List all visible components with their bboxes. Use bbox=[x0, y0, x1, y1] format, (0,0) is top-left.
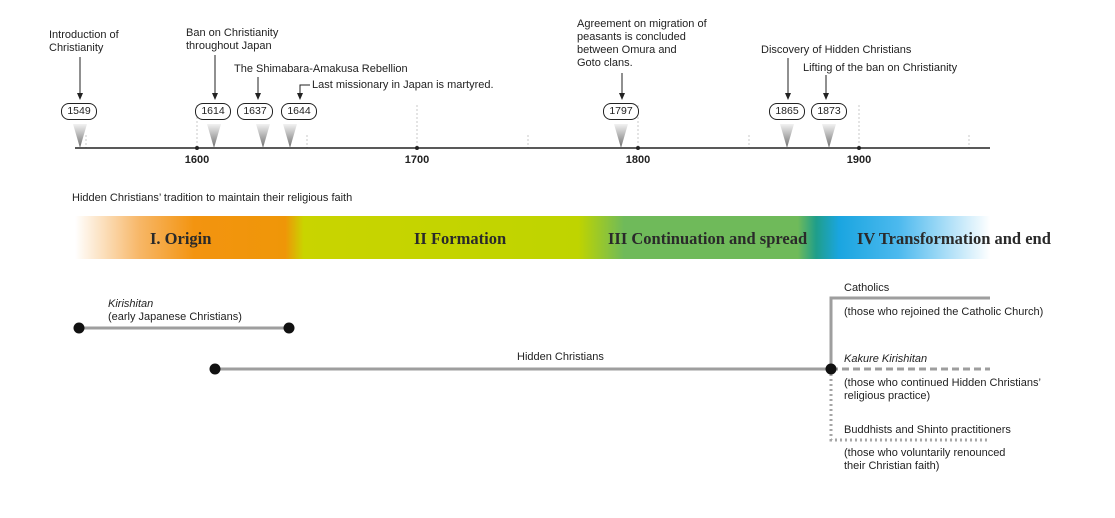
event-lifting-label: Lifting of the ban on Christianity bbox=[803, 62, 958, 74]
year-badge-1549: 1549 bbox=[61, 103, 97, 120]
buddhists-name: Buddhists and Shinto practitioners bbox=[844, 424, 1011, 436]
year-badge-1644: 1644 bbox=[281, 103, 317, 120]
year-markers bbox=[73, 124, 836, 148]
hidden-christians-name: Hidden Christians bbox=[517, 351, 604, 363]
year-badge-1637: 1637 bbox=[237, 103, 273, 120]
year-badge-1873: 1873 bbox=[811, 103, 847, 120]
arrowhead-missionary bbox=[297, 93, 303, 100]
event-discovery-label: Discovery of Hidden Christians bbox=[761, 44, 912, 56]
axis-dot-1800 bbox=[636, 146, 640, 150]
arrowhead-intro bbox=[77, 93, 83, 100]
catholics-name: Catholics bbox=[844, 282, 890, 294]
axis-label-1600: 1600 bbox=[184, 154, 210, 166]
axis-dot-1600 bbox=[195, 146, 199, 150]
buddhists-note: (those who voluntarily renounced their C… bbox=[844, 447, 1006, 472]
axis-dot-1700 bbox=[415, 146, 419, 150]
year-marker-1549 bbox=[73, 124, 87, 148]
axis-dot-1900 bbox=[857, 146, 861, 150]
arrow-heads bbox=[77, 93, 829, 100]
tradition-heading: Hidden Christians’ tradition to maintain… bbox=[72, 192, 353, 204]
year-marker-1644 bbox=[283, 124, 297, 148]
event-shimabara-label: The Shimabara-Amakusa Rebellion bbox=[234, 63, 408, 75]
year-marker-1614 bbox=[207, 124, 221, 148]
catholics-branch bbox=[829, 296, 990, 369]
event-migration-label: Agreement on migration of peasants is co… bbox=[577, 18, 707, 69]
year-marker-1637 bbox=[256, 124, 270, 148]
hidden-split-dot bbox=[825, 363, 837, 375]
event-missionary-label: Last missionary in Japan is martyred. bbox=[312, 79, 494, 91]
gridlines bbox=[85, 105, 970, 148]
arrowhead-lifting bbox=[823, 93, 829, 100]
event-arrows bbox=[79, 55, 827, 93]
group-endpoints bbox=[73, 322, 837, 375]
kirishitan-name: Kirishitan bbox=[108, 298, 154, 310]
axis-label-1900: 1900 bbox=[846, 154, 872, 166]
kirishitan-note: (early Japanese Christians) bbox=[108, 311, 242, 323]
arrowhead-discovery bbox=[785, 93, 791, 100]
event-intro-label: Introduction of Christianity bbox=[49, 29, 119, 54]
arrowhead-shimabara bbox=[255, 93, 261, 100]
kakure-name: Kakure Kirishitan bbox=[844, 353, 928, 365]
year-badge-1797: 1797 bbox=[603, 103, 639, 120]
kirishitan-end-dot bbox=[283, 322, 295, 334]
phase-formation: II Formation bbox=[414, 229, 507, 248]
arrowhead-ban bbox=[212, 93, 218, 100]
event-ban-label: Ban on Christianity throughout Japan bbox=[186, 27, 279, 52]
axis-label-1800: 1800 bbox=[625, 154, 651, 166]
phase-transformation: IV Transformation and end bbox=[857, 229, 1051, 248]
axis-ticks bbox=[195, 146, 861, 150]
kirishitan-start-dot bbox=[73, 322, 85, 334]
year-badge-1614: 1614 bbox=[195, 103, 231, 120]
year-marker-1873 bbox=[822, 124, 836, 148]
phase-band bbox=[75, 216, 990, 259]
hidden-start-dot bbox=[209, 363, 221, 375]
phase-continuation: III Continuation and spread bbox=[608, 229, 808, 248]
arrow-missionary bbox=[299, 84, 310, 93]
year-marker-1865 bbox=[780, 124, 794, 148]
buddhists-branch bbox=[829, 369, 990, 442]
axis-label-1700: 1700 bbox=[404, 154, 430, 166]
year-marker-1797 bbox=[614, 124, 628, 148]
catholics-note: (those who rejoined the Catholic Church) bbox=[844, 306, 1044, 318]
phase-origin: I. Origin bbox=[150, 229, 212, 248]
year-badge-1865: 1865 bbox=[769, 103, 805, 120]
arrowhead-migration bbox=[619, 93, 625, 100]
kakure-note: (those who continued Hidden Christians’ … bbox=[844, 377, 1041, 402]
